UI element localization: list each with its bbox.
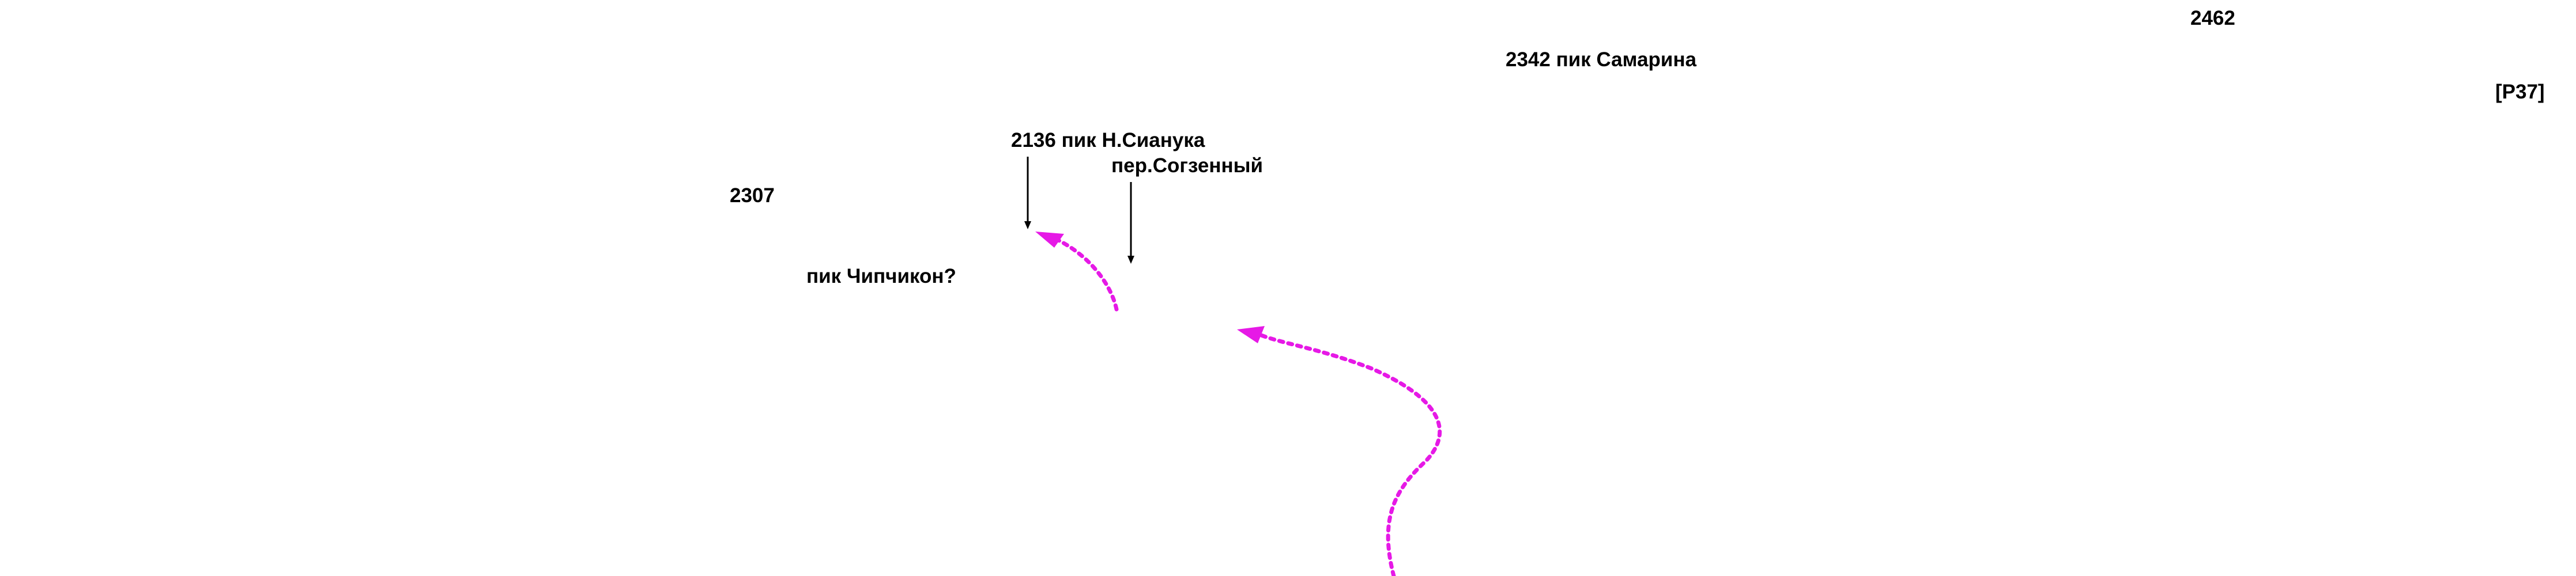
- elevation-label-2307: 2307: [730, 184, 775, 207]
- route-segment-right: [1259, 333, 1442, 576]
- sogzenny-pass-pointer-head: [1127, 256, 1134, 264]
- sheet-reference-label: [P37]: [2495, 81, 2545, 103]
- peak-label-chipchikon: пик Чипчикон?: [806, 265, 956, 287]
- sianuk-peak-pointer-head: [1024, 221, 1031, 229]
- peak-label-samarin: 2342 пик Самарина: [1506, 48, 1697, 71]
- route-segment-left-arrowhead: [1035, 232, 1064, 248]
- route-segment-left: [1055, 237, 1119, 312]
- peak-label-sianuk: 2136 пик Н.Сианука: [1011, 129, 1205, 151]
- elevation-label-2462: 2462: [2190, 7, 2235, 29]
- pass-label-sogzenny: пер.Согзенный: [1111, 154, 1264, 177]
- route-segment-right-arrowhead: [1237, 326, 1265, 343]
